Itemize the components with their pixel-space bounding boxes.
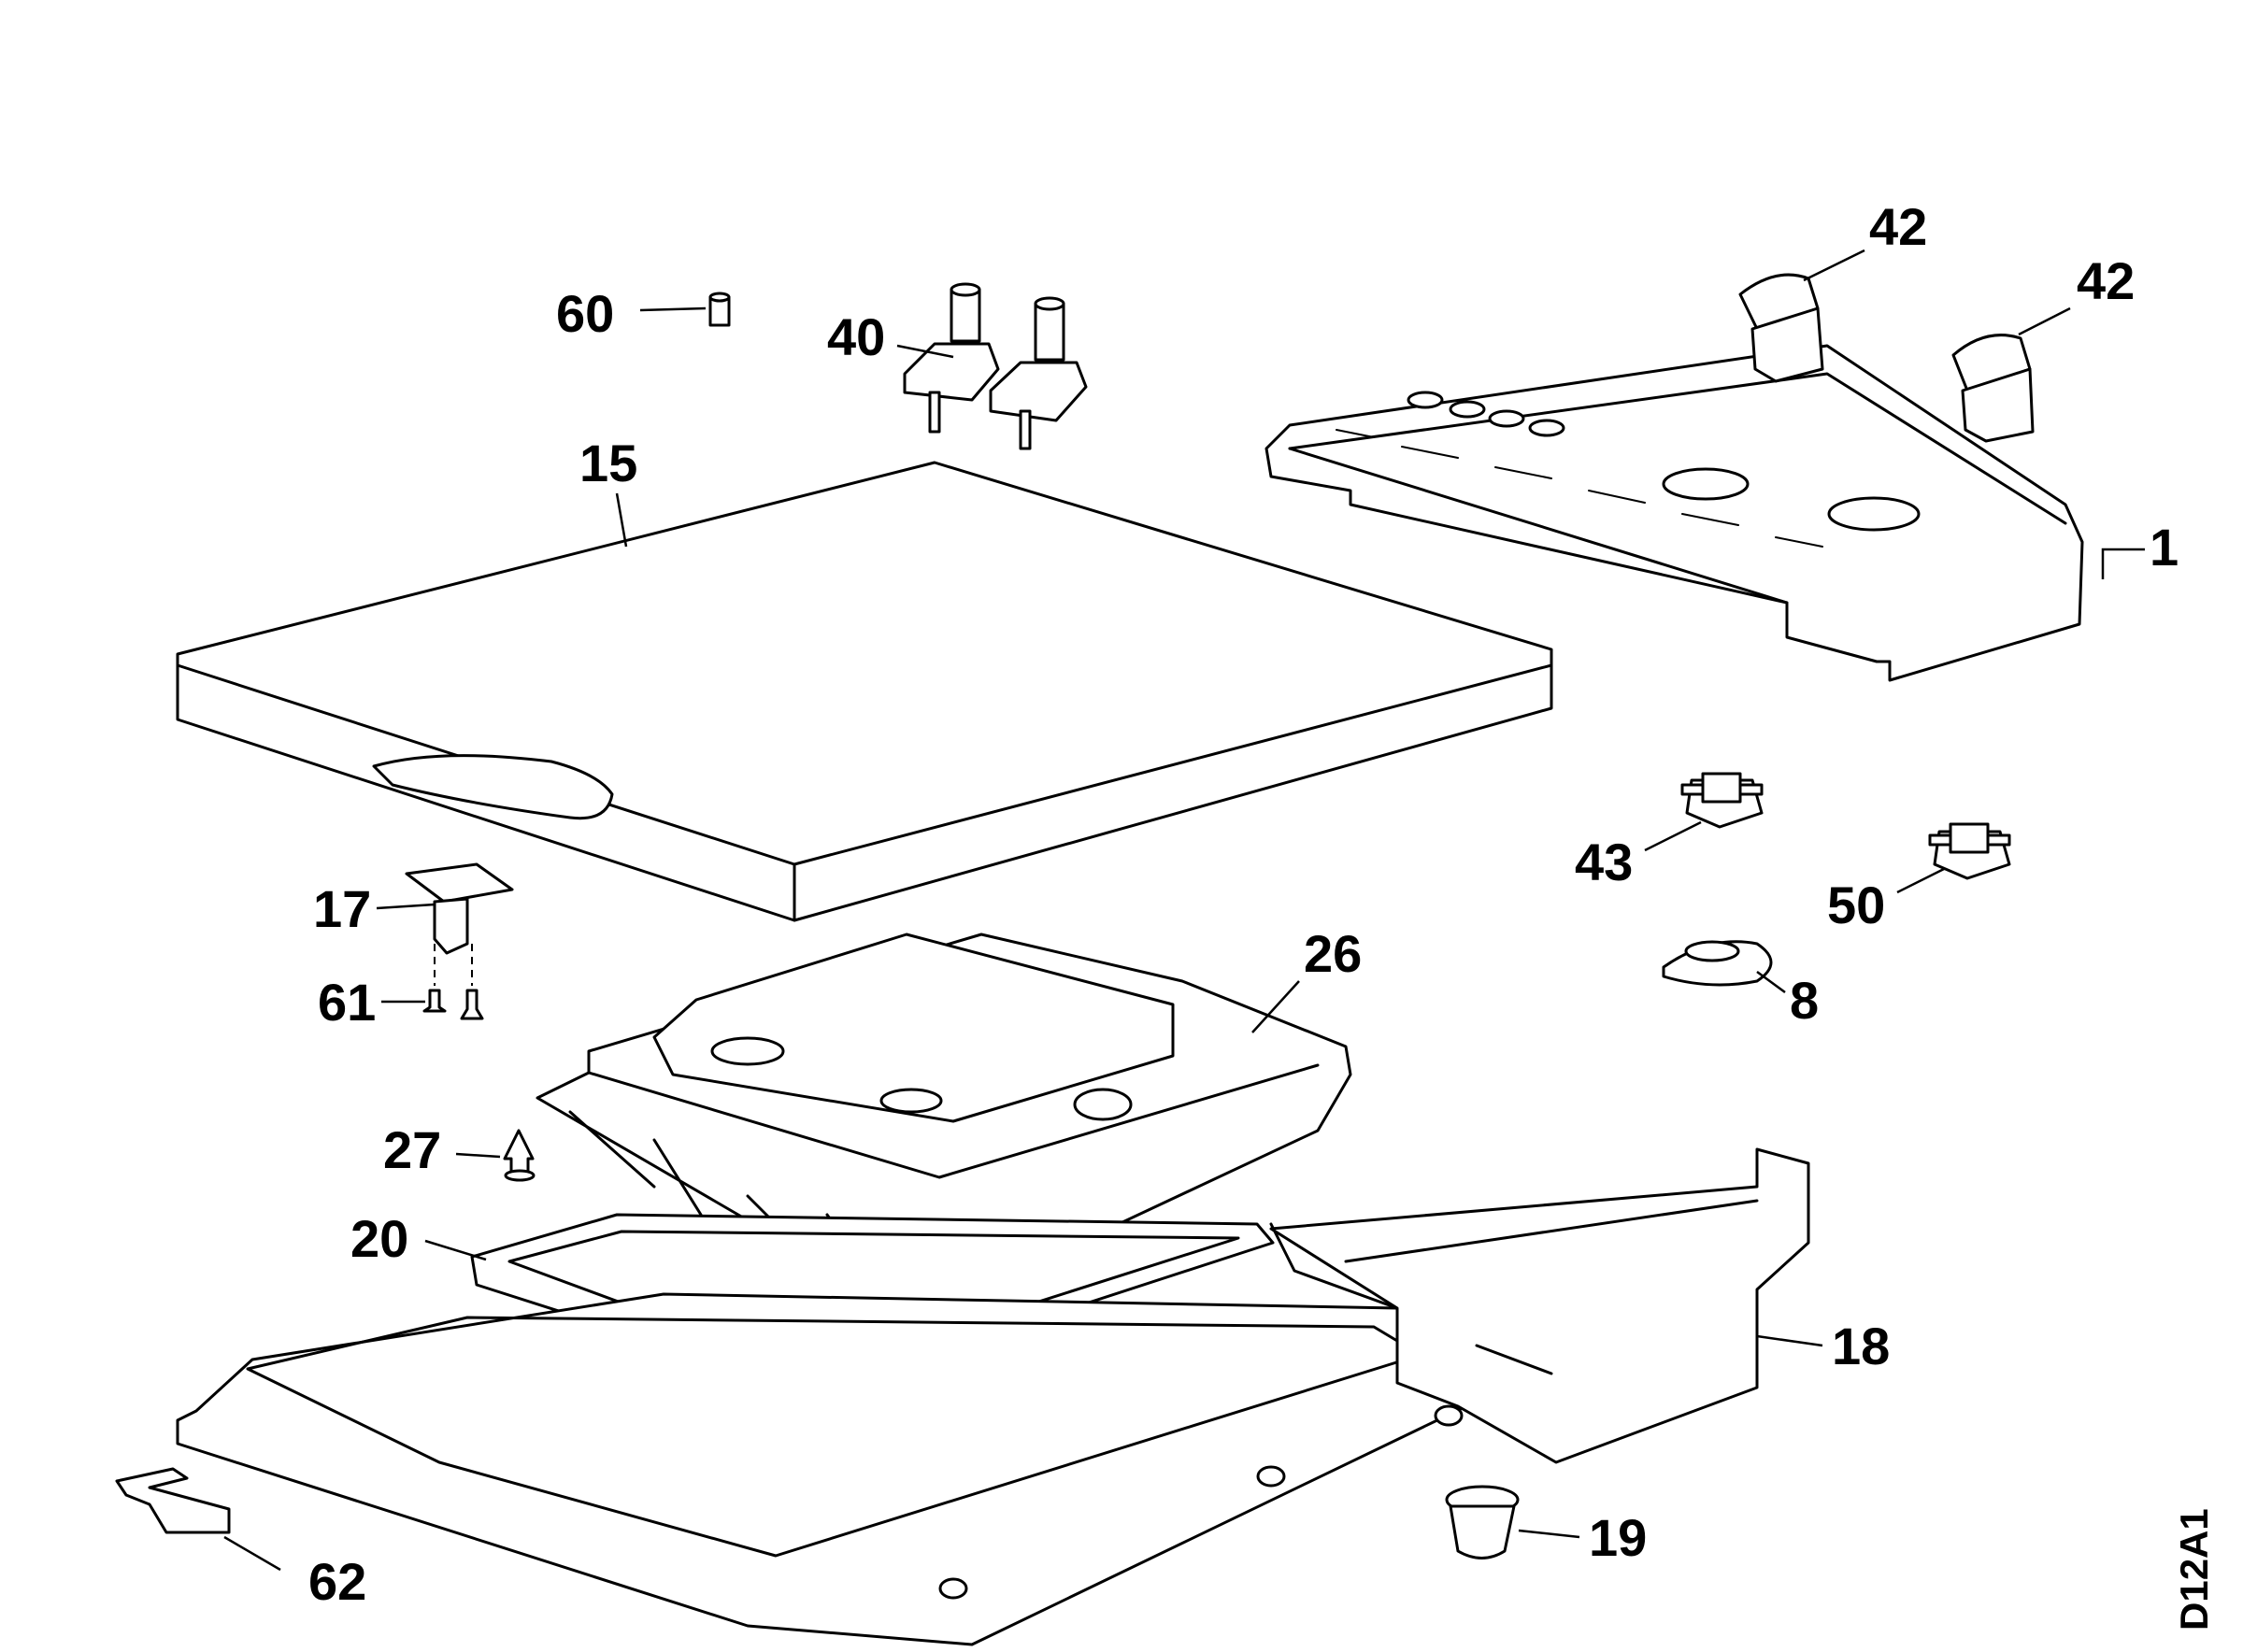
part-1-control-panel <box>1264 344 2084 682</box>
callout-27: 27 <box>383 1120 441 1179</box>
callout-61: 61 <box>318 973 376 1032</box>
callout-42-a: 42 <box>1869 197 1927 256</box>
callout-1: 1 <box>2150 518 2179 577</box>
part-60-pin <box>708 292 731 327</box>
part-43-valve <box>1680 772 1764 829</box>
part-8-ring <box>1662 940 1773 987</box>
part-40-hinge-pins <box>903 282 1088 450</box>
part-15-top-lid <box>176 461 1553 922</box>
callout-19: 19 <box>1589 1508 1647 1567</box>
callout-43: 43 <box>1575 833 1633 891</box>
callout-50: 50 <box>1827 876 1885 934</box>
drawing-code: D12A1 <box>2172 1508 2216 1631</box>
callout-17: 17 <box>313 879 371 938</box>
callout-42-b: 42 <box>2077 251 2135 310</box>
callout-15: 15 <box>579 434 637 492</box>
callout-26: 26 <box>1304 924 1362 983</box>
callout-40: 40 <box>827 307 885 366</box>
part-61-screws <box>422 989 484 1020</box>
callout-8: 8 <box>1790 971 1819 1030</box>
part-42-knob-a <box>1738 273 1824 383</box>
part-62-bracket <box>115 1467 231 1534</box>
part-26-dispenser <box>536 933 1352 1310</box>
part-27-clip <box>503 1129 536 1182</box>
leader-lines <box>223 249 2145 1572</box>
callout-18: 18 <box>1832 1317 1890 1375</box>
callout-20: 20 <box>350 1209 408 1268</box>
part-19-foot <box>1445 1485 1520 1559</box>
callout-62: 62 <box>308 1552 366 1611</box>
callout-60: 60 <box>556 284 614 343</box>
callout-labels: 42 42 1 8 15 17 18 19 20 26 27 40 43 50 … <box>308 197 2179 1611</box>
part-50-valve <box>1928 822 2011 880</box>
part-17-bracket <box>405 862 514 955</box>
part-18-base-tray <box>176 1147 1810 1646</box>
part-42-knob-b <box>1951 334 2035 443</box>
